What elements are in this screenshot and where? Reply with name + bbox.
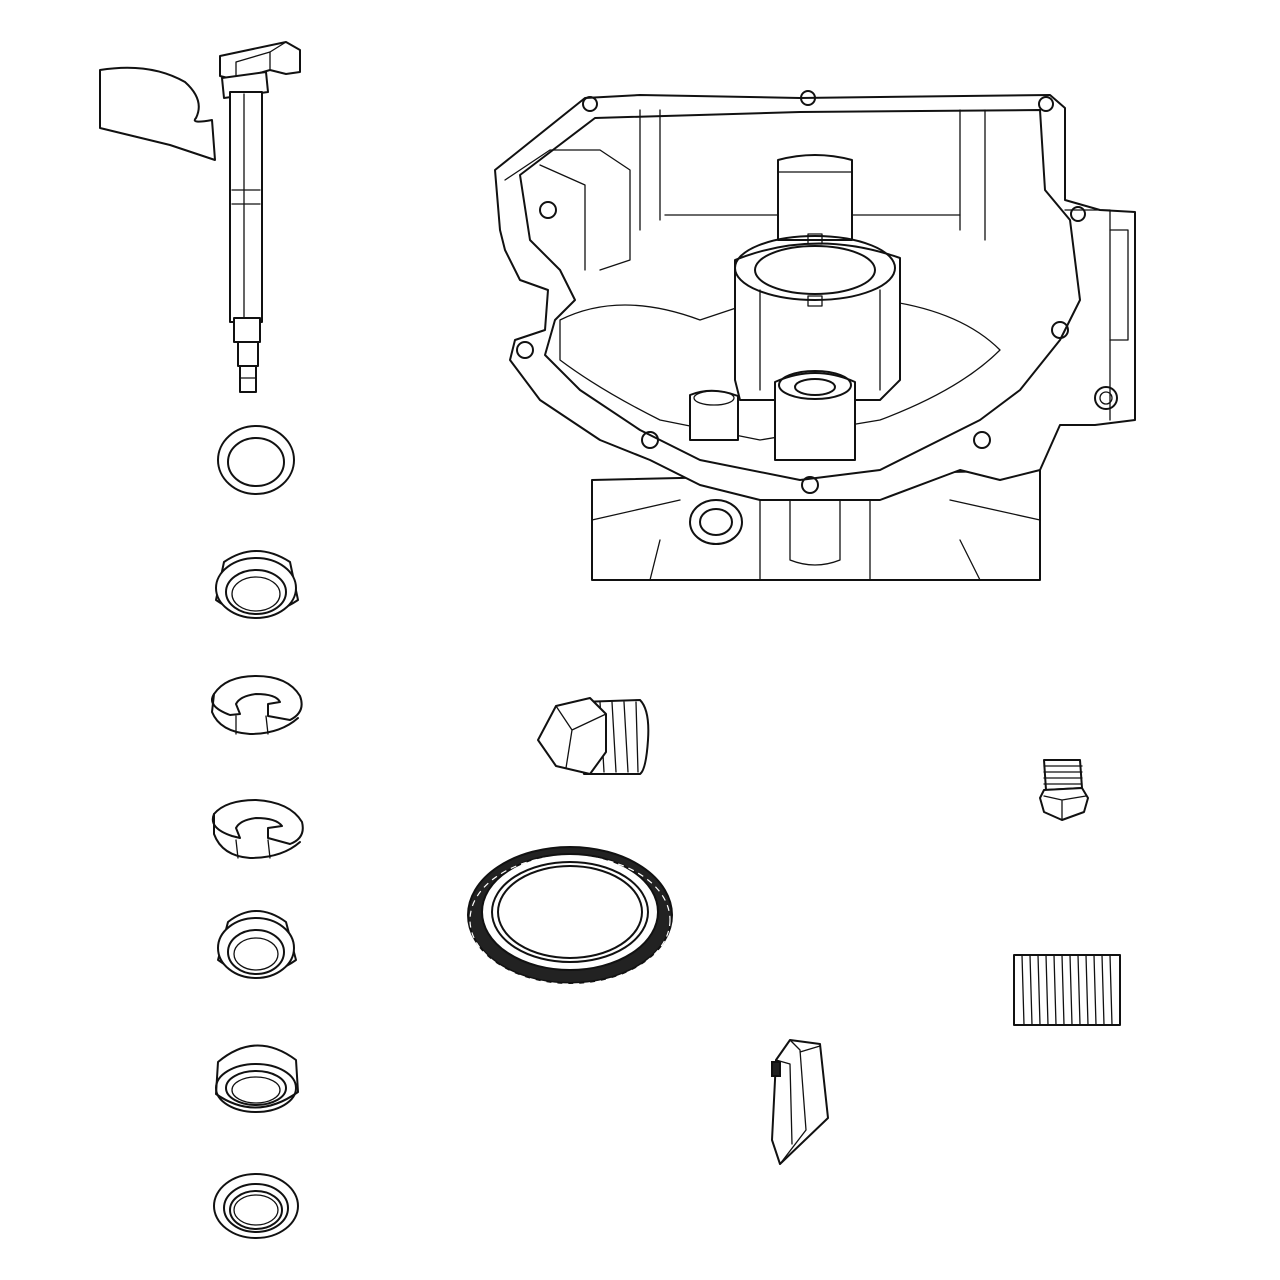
bushing-3 (215, 1044, 299, 1113)
breather-valve (771, 1039, 829, 1165)
governor-shaft (99, 41, 301, 393)
washer (217, 425, 295, 495)
bushing-1 (215, 550, 299, 619)
drain-plug (537, 697, 650, 775)
crankcase-sump (494, 90, 1136, 581)
oil-seal-small (213, 1173, 299, 1239)
e-clip-2 (211, 799, 304, 859)
dowel-pin (1013, 954, 1121, 1026)
dipstick-tube-plug (1039, 759, 1089, 821)
oil-seal-large (467, 846, 673, 985)
e-clip-1 (211, 675, 303, 735)
bushing-2 (217, 910, 297, 979)
